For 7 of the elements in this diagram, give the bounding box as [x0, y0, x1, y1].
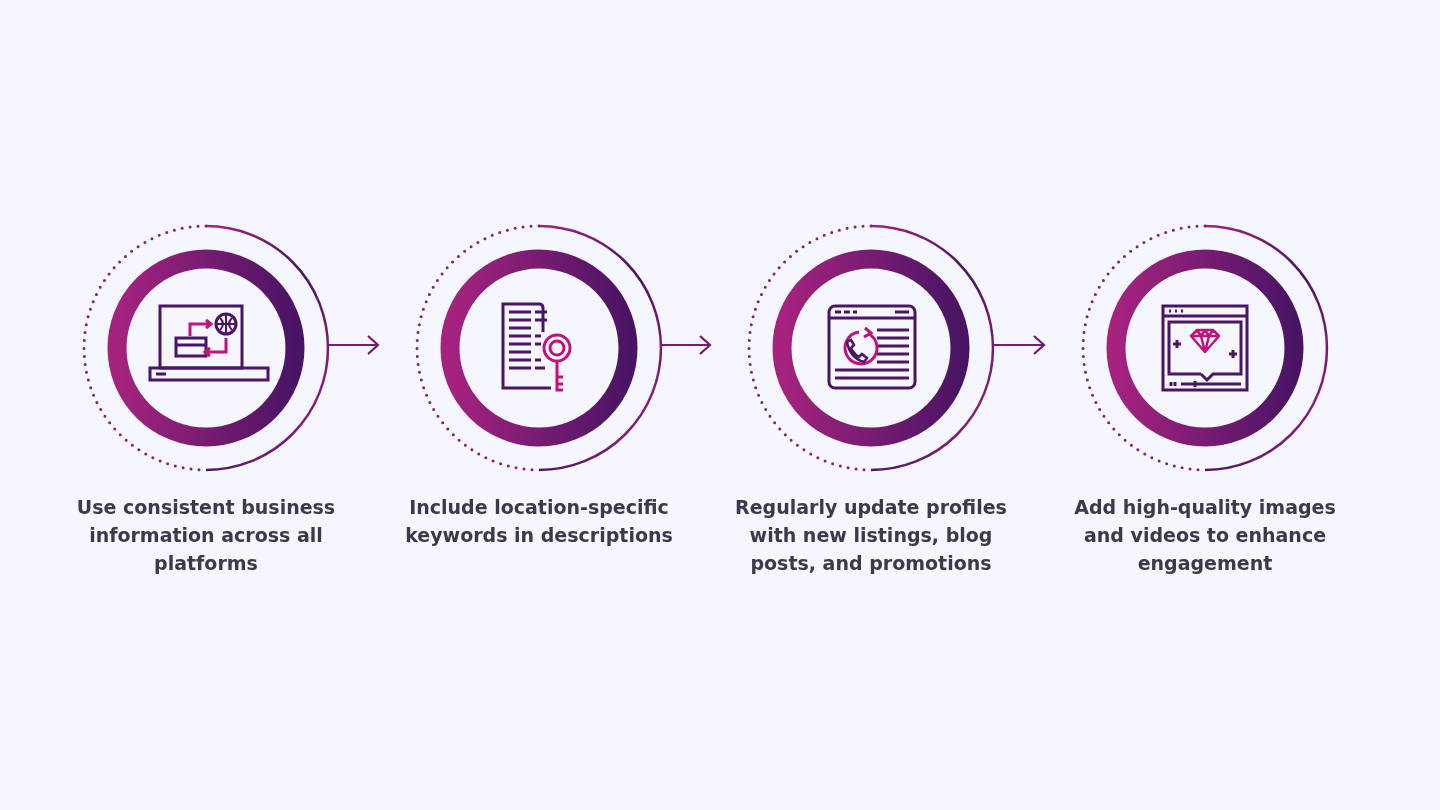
step-caption: Add high-quality images and videos to enhance engagement [1073, 495, 1337, 576]
step-caption: Regularly update profiles with new listings, blog posts, and promotions [734, 495, 1008, 576]
step-caption: Use consistent business information across all platforms [75, 495, 337, 576]
arrow [329, 334, 380, 356]
arrow [662, 334, 712, 356]
step-caption: Include location-specific keywords in descriptions [404, 495, 674, 548]
arrow [994, 334, 1046, 356]
